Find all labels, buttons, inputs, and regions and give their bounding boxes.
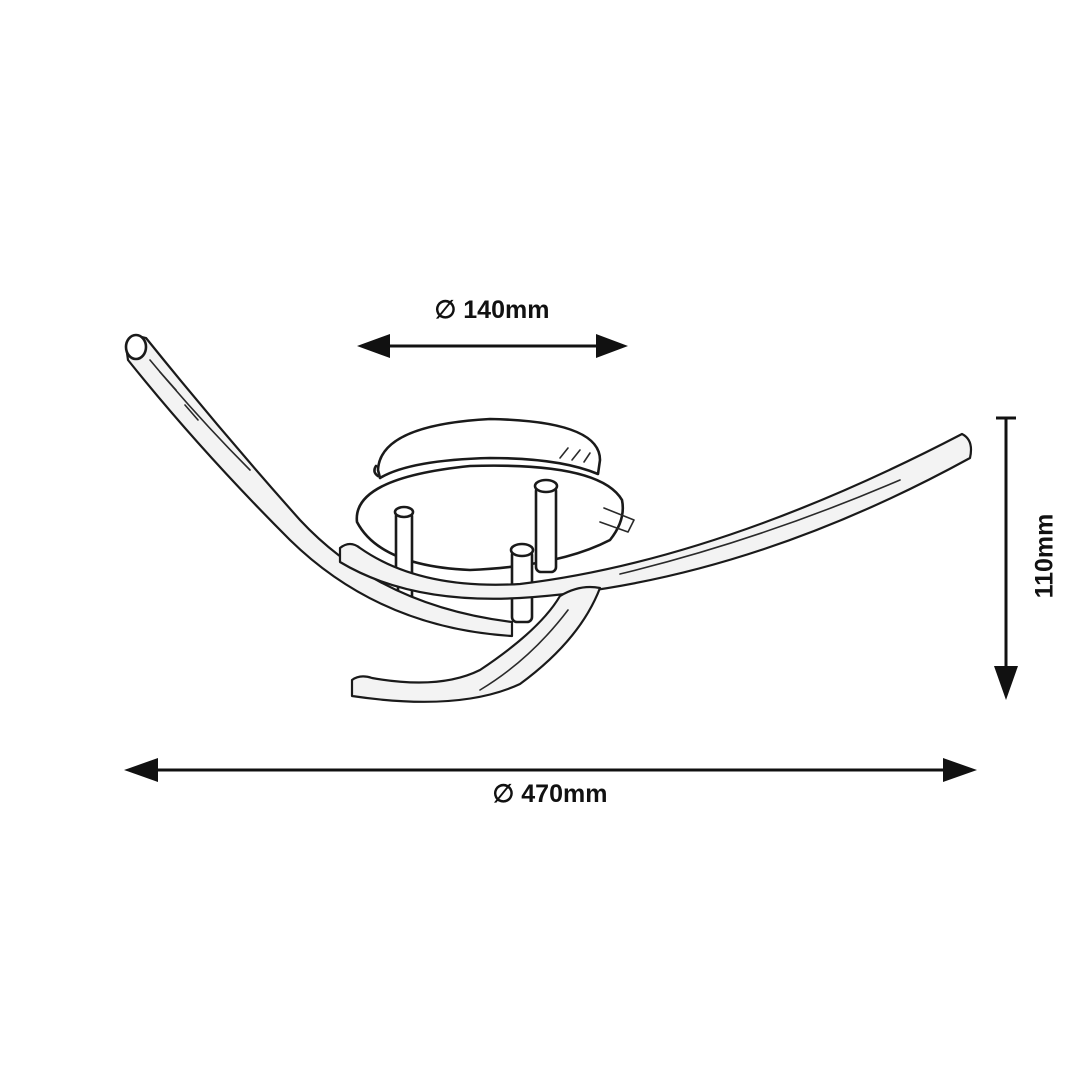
- height-dimension: 110mm: [994, 416, 1059, 700]
- ceiling-lamp-illustration: [124, 333, 973, 703]
- overall-diameter-label: ∅ 470mm: [493, 780, 608, 808]
- right-light-arm: [338, 432, 973, 600]
- lower-light-arm: [350, 585, 602, 703]
- height-label: 110mm: [1031, 514, 1059, 599]
- arrow-down-icon: [994, 666, 1018, 700]
- arrow-right-icon: [596, 334, 628, 358]
- arrow-left-icon: [124, 758, 158, 782]
- overall-diameter-dimension: ∅ 470mm: [124, 758, 977, 808]
- canopy-base: [373, 417, 602, 480]
- arrow-right-icon: [943, 758, 977, 782]
- left-light-arm: [124, 333, 514, 638]
- arrow-left-icon: [357, 334, 390, 358]
- base-diameter-label: ∅ 140mm: [435, 296, 550, 324]
- base-diameter-dimension: ∅ 140mm: [357, 296, 628, 358]
